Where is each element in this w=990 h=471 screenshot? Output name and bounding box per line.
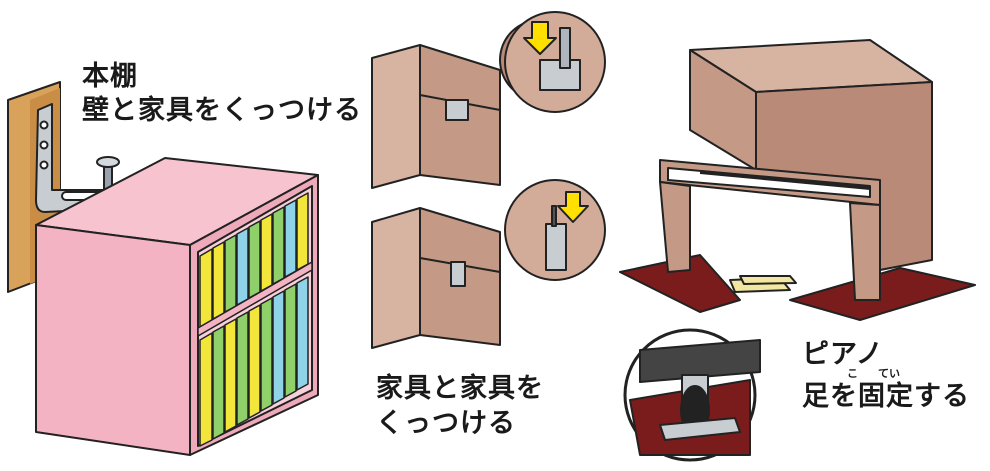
bookcase-front xyxy=(35,224,191,456)
wall-bracket-scene xyxy=(7,81,319,456)
piano-caption-line2: 足を固定する xyxy=(802,381,970,412)
furniture-connector-bottom xyxy=(371,179,606,349)
caster-zoom xyxy=(623,328,761,462)
connector-bracket-icon xyxy=(445,99,469,121)
furigana-ko: こ xyxy=(847,367,858,380)
shelf-caption: 壁と家具をくっつける xyxy=(82,95,362,126)
shelf-title: 本棚 xyxy=(82,61,138,92)
furniture-caption-line2: くっつける xyxy=(376,408,516,439)
piano-leg xyxy=(659,181,691,273)
down-arrow-icon xyxy=(557,191,589,223)
furniture-connector-top xyxy=(371,11,606,189)
books xyxy=(197,192,313,447)
furniture-caption-line1: 家具と家具を xyxy=(376,373,544,404)
connector-plate-icon xyxy=(450,261,466,287)
piano-caption-line1: ピアノ xyxy=(802,339,884,370)
piano-scene xyxy=(619,39,976,321)
furigana-tei: てい xyxy=(878,367,900,380)
down-arrow-icon xyxy=(523,21,557,55)
